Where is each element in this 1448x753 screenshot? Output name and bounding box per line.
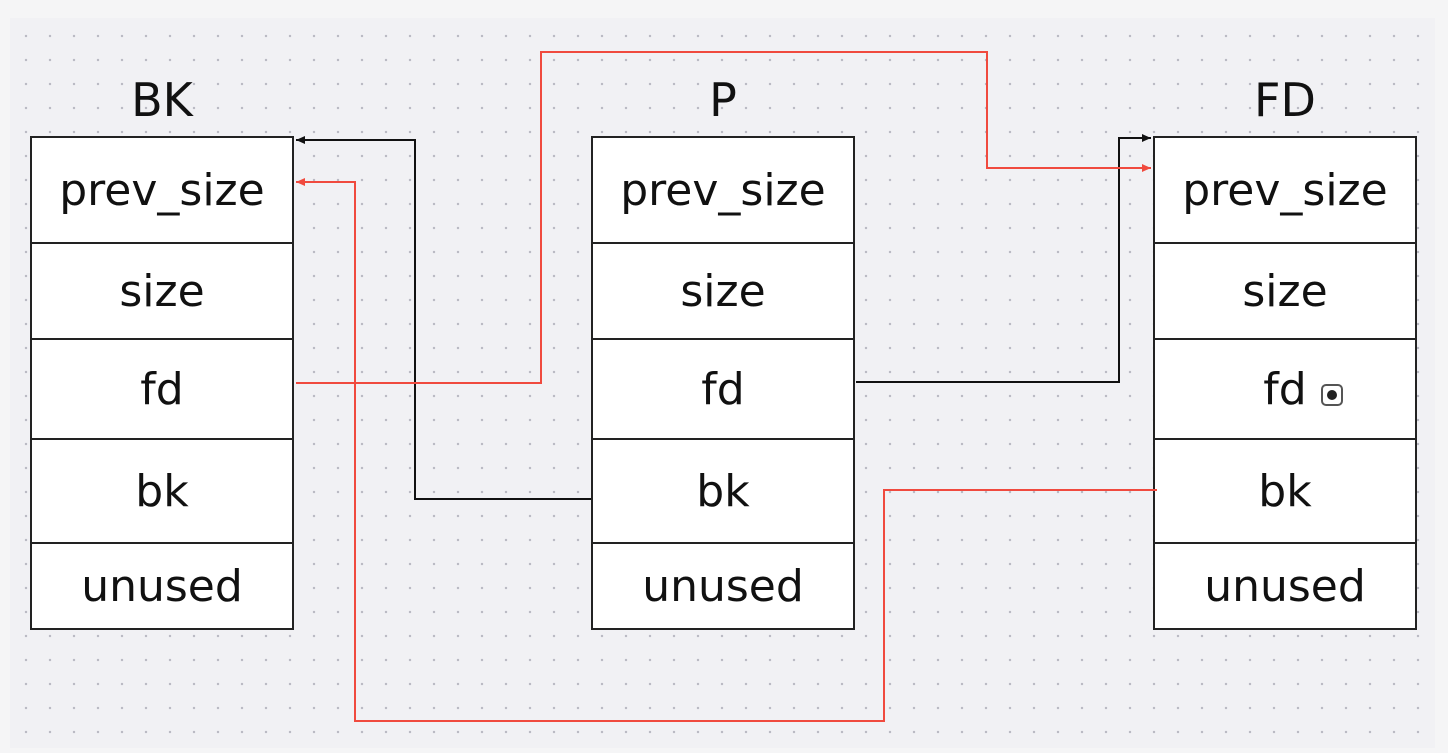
p-field-unused: unused xyxy=(642,560,804,612)
chunk-bk: prev_size size fd bk unused xyxy=(30,136,294,630)
chunk-p: prev_size size fd bk unused xyxy=(591,136,855,630)
p-field-prev-size: prev_size xyxy=(593,138,853,244)
p-field-size: size xyxy=(593,244,853,340)
chunk-title-fd: FD xyxy=(1254,73,1316,127)
bk-field-unused: unused xyxy=(81,560,243,612)
fd-field-size: size xyxy=(1155,244,1415,340)
bk-field-prev-size: prev_size xyxy=(32,138,292,244)
fd-field-bk: bk xyxy=(1155,440,1415,544)
chunk-title-bk: BK xyxy=(131,73,193,127)
p-field-fd: fd xyxy=(593,340,853,440)
fd-field-fd: fd xyxy=(1155,340,1415,440)
chunk-title-p: P xyxy=(709,73,737,127)
bk-field-size: size xyxy=(32,244,292,340)
radio-checked-icon[interactable] xyxy=(1321,384,1343,406)
p-field-bk: bk xyxy=(593,440,853,544)
fd-field-unused: unused xyxy=(1204,560,1366,612)
chunk-fd: prev_size size fd bk unused xyxy=(1153,136,1417,630)
fd-field-prev-size: prev_size xyxy=(1155,138,1415,244)
bk-field-fd: fd xyxy=(32,340,292,440)
bk-field-bk: bk xyxy=(32,440,292,544)
radio-dot xyxy=(1327,390,1337,400)
